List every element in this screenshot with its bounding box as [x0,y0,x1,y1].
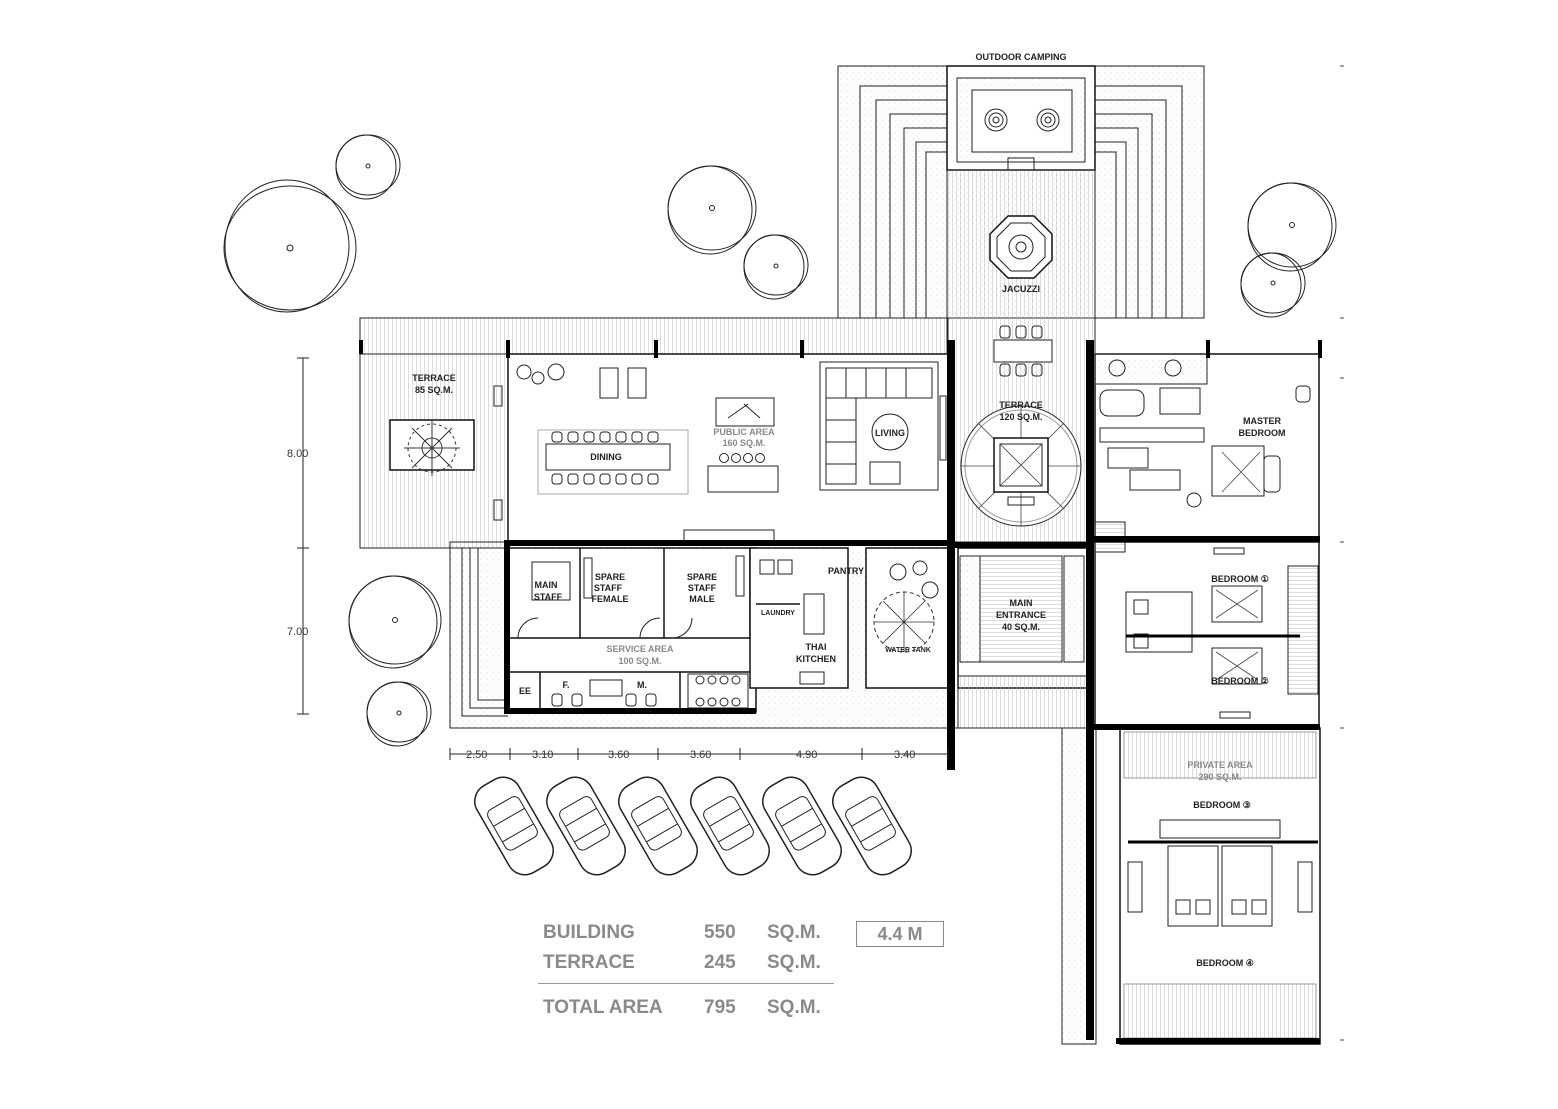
main-staff-label-2: STAFF [534,592,563,602]
area-summary: BUILDING 550 SQ.M. TERRACE 245 SQ.M. TOT… [538,918,958,1028]
laundry-label: LAUNDRY [761,610,795,617]
grid-ticks [1340,65,1344,1041]
car-icon [546,776,626,876]
thai-kitchen-label-1: THAI [806,642,827,652]
outdoor-dining-table [993,325,1053,377]
spare-male-label-2: STAFF [688,583,717,593]
terrace-value: 245 [704,952,736,973]
pantry-label: PANTRY [828,566,864,576]
tree-icon [743,234,809,300]
trees [223,134,1337,747]
dim-h-4: 3.60 [690,749,711,761]
building-height-box: 4.4 M [856,921,944,947]
spare-male-label-3: MALE [689,594,715,604]
private-area: PRIVATE AREA 290 SQ.M. BEDROOM ③ BEDROOM… [1061,727,1321,1045]
public-area-label: PUBLIC AREA [713,427,775,437]
private-area-label: PRIVATE AREA [1187,760,1253,770]
main-entrance-label-2: ENTRANCE [996,610,1046,620]
spare-female-label-3: FEMALE [592,594,629,604]
bedroom-4-label: BEDROOM ④ [1196,958,1254,968]
bedroom-3-label: BEDROOM ③ [1193,800,1251,810]
car-icon [690,776,770,876]
terrace-unit: SQ.M. [767,952,821,973]
bedroom-2-label: BEDROOM ② [1211,676,1269,686]
building-unit: SQ.M. [767,922,821,943]
outdoor-camping-label: OUTDOOR CAMPING [976,52,1067,62]
main-staff-label-1: MAIN [535,580,558,590]
dim-h-3: 3.60 [608,749,629,761]
building-label: BUILDING [543,922,635,943]
living-label: LIVING [875,428,905,438]
terrace-left-area: 85 SQ.M. [415,385,453,395]
main-entrance-label-1: MAIN [1010,598,1033,608]
public-area: DINING PUBLIC AREA 160 SQ.M. LIVING [359,340,949,543]
car-icon [618,776,698,876]
tree-icon [348,575,442,669]
horizontal-dimensions: 2.50 3.10 3.60 3.60 4.90 3.40 [449,748,949,761]
dim-h-2: 3.10 [532,749,553,761]
wc-male-label: M. [637,680,647,690]
vertical-dimensions: 8.00 7.00 [287,357,309,715]
terrace-left-label: TERRACE [412,373,456,383]
thai-kitchen-label-2: KITCHEN [796,654,836,664]
jacuzzi: JACUZZI [989,215,1053,294]
master-bedroom-label-2: BEDROOM [1239,428,1286,438]
tree-icon [366,681,432,747]
dining-chairs [551,431,659,485]
dim-vertical-7: 7.00 [287,626,308,638]
structural-walls [504,340,1320,1044]
summary-divider [538,983,834,984]
terrace-label: TERRACE [543,952,635,973]
ee-label: EE [519,686,531,696]
water-tank-label: WATER TANK [885,647,931,654]
service-area-label: SERVICE AREA [606,644,674,654]
total-label: TOTAL AREA [543,997,663,1018]
spare-male-label-1: SPARE [687,572,717,582]
car-icon [474,776,554,876]
main-entrance-label-3: 40 SQ.M. [1002,622,1040,632]
tree-icon [1247,182,1337,272]
main-entrance: MAIN ENTRANCE 40 SQ.M. [957,547,1089,729]
private-area-size: 290 SQ.M. [1198,772,1241,782]
jacuzzi-label: JACUZZI [1002,284,1040,294]
tree-icon [223,179,357,313]
public-area-size: 160 SQ.M. [722,438,765,448]
tree-icon [1240,252,1306,318]
tree-icon [335,134,401,200]
terrace-center-label: TERRACE [999,400,1043,410]
wc-female-label: F. [562,680,569,690]
terrace-center-area: 120 SQ.M. [999,412,1042,422]
dim-h-5: 4.90 [796,749,817,761]
spare-female-label-1: SPARE [595,572,625,582]
master-bedroom-label-1: MASTER [1243,416,1282,426]
dim-h-1: 2.50 [466,749,487,761]
bedroom-1-label: BEDROOM ① [1211,574,1269,584]
spare-female-label-2: STAFF [594,583,623,593]
plant-icon [404,420,460,476]
dining-label: DINING [590,452,622,462]
plant-icon [873,591,935,653]
total-unit: SQ.M. [767,997,821,1018]
parking [474,776,912,876]
dim-h-6: 3.40 [894,749,915,761]
total-value: 795 [704,997,736,1018]
center-terrace: TERRACE 120 SQ.M. [960,400,1082,527]
service-area: MAIN STAFF SPARE STAFF FEMALE SPARE STAF… [449,529,959,729]
bedrooms-1-2: BEDROOM ① BEDROOM ② [1094,521,1320,729]
building-value: 550 [704,922,736,943]
tree-icon [667,165,757,255]
master-bedroom-wing: MASTER BEDROOM [1094,340,1322,543]
dim-vertical-8: 8.00 [287,448,308,460]
car-icon [762,776,842,876]
car-icon [832,776,912,876]
service-area-size: 100 SQ.M. [618,656,661,666]
